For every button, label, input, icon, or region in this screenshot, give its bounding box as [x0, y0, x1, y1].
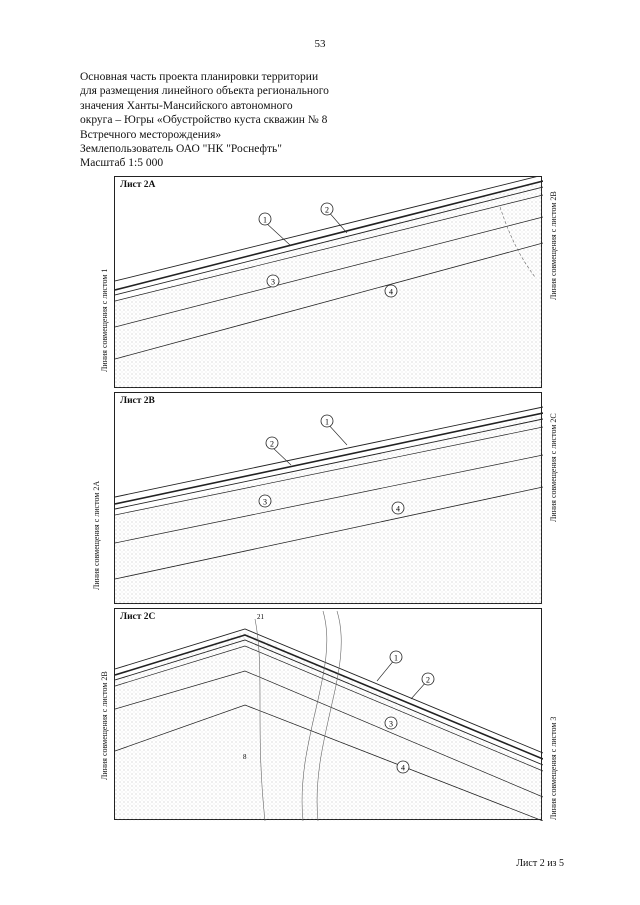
marker-2	[320, 202, 334, 216]
boundary-line	[115, 639, 543, 766]
road-line	[316, 610, 342, 821]
sheet-label: Лист 2В	[119, 396, 156, 406]
title-line: значения Ханты-Мансийского автономного	[80, 99, 293, 112]
title-line: округа – Югры «Обустройство куста скважи…	[80, 114, 328, 127]
marker-label: 2	[325, 206, 329, 215]
extra-label: 21	[257, 613, 265, 621]
boundary-line	[115, 177, 537, 282]
boundary-line	[115, 486, 543, 580]
corridor-fill	[115, 415, 543, 605]
extra-label: 8	[243, 753, 247, 761]
match-line-left-2a: Линия совмещения с листом 1	[100, 268, 109, 372]
marker-3	[258, 494, 272, 508]
road-line	[301, 610, 328, 821]
boundary-line	[115, 634, 543, 760]
marker-1	[258, 212, 272, 226]
marker-4	[391, 501, 405, 515]
marker-label: 2	[270, 440, 274, 449]
marker-2	[421, 672, 435, 686]
boundary-line	[115, 180, 543, 291]
land-user-line: Землепользователь ОАО "НК "Роснефть"	[80, 143, 282, 156]
map-sheet-2c: 21 8 1 2 3 4 Лист 2С	[114, 608, 543, 821]
sheet-label: Лист 2С	[119, 612, 157, 622]
marker-label: 3	[389, 720, 393, 729]
boundary-line	[115, 670, 543, 798]
boundary-line	[115, 418, 543, 510]
boundary-line	[115, 645, 543, 772]
marker-4	[396, 760, 410, 774]
boundary-line	[115, 406, 543, 498]
map-sheet-2a: 1 2 3 4 Лист 2А	[114, 176, 543, 389]
corridor-fill	[115, 631, 543, 821]
boundary-line	[115, 628, 543, 754]
page-number: 53	[314, 38, 326, 50]
map-drawing: 1 2 3 4	[115, 406, 543, 605]
boundary-line	[115, 216, 543, 328]
marker-1	[320, 414, 334, 428]
match-line-right-2c: Линия совмещения с листом 3	[549, 716, 558, 820]
marker-label: 1	[394, 654, 398, 663]
marker-4	[384, 284, 398, 298]
boundary-line	[115, 704, 543, 821]
match-line-right-2b: Линия совмещения с листом 2С	[549, 413, 558, 522]
match-line-right-2a: Линия совмещения с листом 2В	[549, 191, 558, 300]
marker-label: 4	[401, 764, 405, 773]
marker-label: 4	[396, 505, 400, 514]
marker-label: 1	[263, 216, 267, 225]
sheet-counter: Лист 2 из 5	[516, 858, 564, 869]
boundary-line	[115, 426, 543, 516]
boundary-line	[115, 454, 543, 544]
sheet-label: Лист 2А	[119, 180, 157, 190]
boundary-line	[115, 186, 543, 296]
marker-label: 3	[271, 278, 275, 287]
marker-3	[266, 274, 280, 288]
boundary-line	[115, 242, 543, 360]
map-drawing: 21 8 1 2 3 4	[115, 610, 543, 821]
marker-label: 2	[426, 676, 430, 685]
road-line	[254, 618, 266, 821]
match-line-left-2c: Линия совмещения с листом 2В	[100, 671, 109, 780]
title-line: для размещения линейного объекта региона…	[80, 85, 329, 98]
marker-label: 3	[263, 498, 267, 507]
contour-line	[499, 206, 536, 278]
corridor-fill	[115, 181, 543, 389]
map-drawing: 1 2 3 4	[115, 177, 543, 389]
marker-2	[265, 436, 279, 450]
map-sheet-2b: 1 2 3 4 Лист 2В	[114, 392, 543, 605]
title-line: Основная часть проекта планировки террит…	[80, 71, 319, 83]
marker-1	[389, 650, 403, 664]
boundary-line	[115, 412, 543, 505]
scale-line: Масштаб 1:5 000	[80, 157, 164, 170]
marker-3	[384, 716, 398, 730]
marker-label: 1	[325, 418, 329, 427]
title-block: Основная часть проекта планировки террит…	[80, 70, 380, 171]
title-line: Встречного месторождения»	[80, 128, 222, 141]
marker-label: 4	[389, 288, 393, 297]
match-line-left-2b: Линия совмещения с листом 2А	[92, 480, 101, 590]
boundary-line	[115, 194, 543, 302]
